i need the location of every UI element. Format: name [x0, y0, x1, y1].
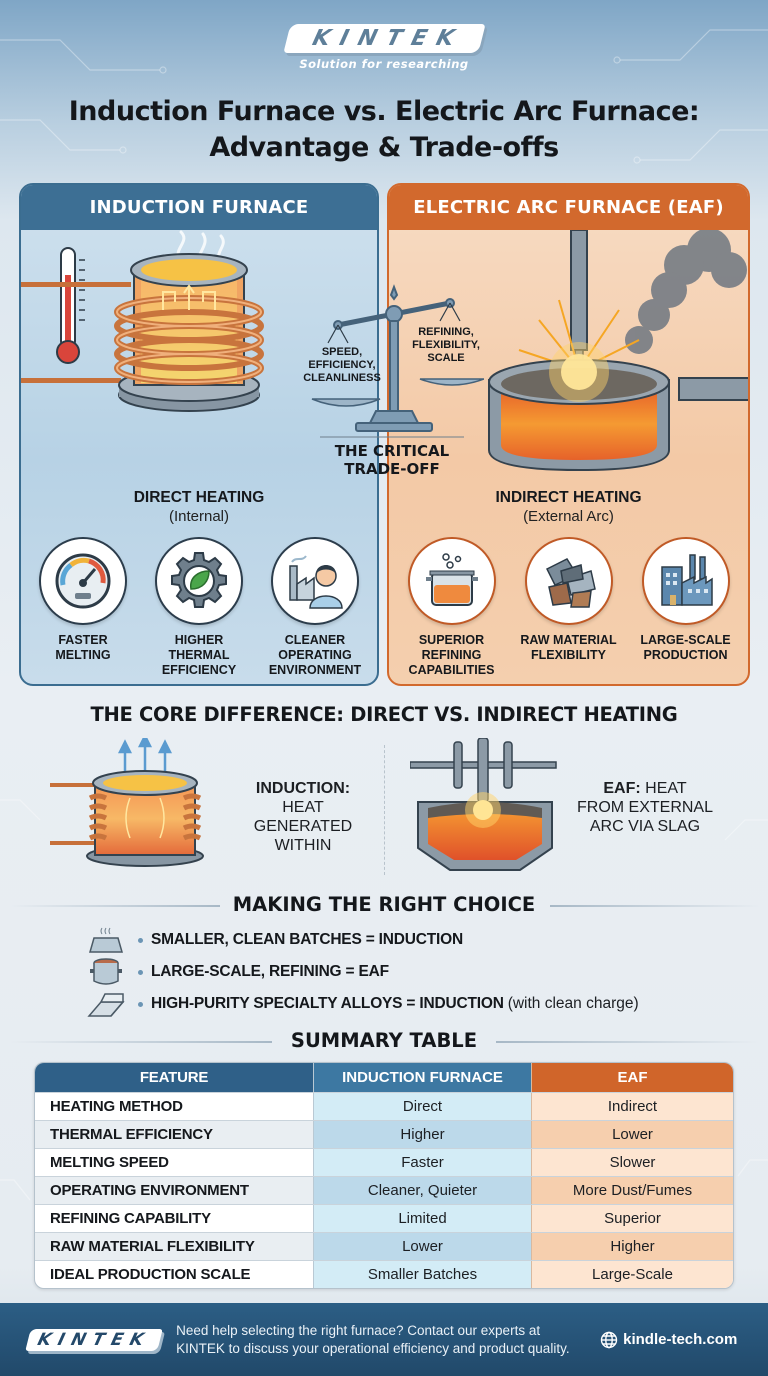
brand-tagline: Solution for researching — [299, 57, 469, 71]
speedometer-icon — [55, 553, 111, 609]
table-row: IDEAL PRODUCTION SCALE Smaller Batches L… — [35, 1260, 733, 1288]
page-title-line-1: Induction Furnace vs. Electric Arc Furna… — [68, 96, 700, 127]
feature-label: HIGHER THERMAL EFFICIENCY — [161, 633, 237, 677]
table-header-row: FEATURE INDUCTION FURNACE EAF — [35, 1063, 733, 1092]
table-row: THERMAL EFFICIENCY Higher Lower — [35, 1120, 733, 1148]
crucible-pot-icon — [90, 958, 122, 985]
tradeoff-left-label: SPEED, EFFICIENCY, CLEANLINESS — [303, 346, 381, 384]
induction-features: FASTER MELTING HIGHER THERMAL EFFICIENCY — [21, 537, 377, 678]
column-header-induction: INDUCTION FURNACE — [313, 1063, 531, 1092]
right-choice-list: SMALLER, CLEAN BATCHES = INDUCTION LARGE… — [86, 924, 639, 1020]
eaf-illustration — [488, 230, 748, 472]
feature-label: LARGE-SCALE PRODUCTION — [640, 633, 731, 662]
right-choice-title: MAKING THE RIGHT CHOICE — [232, 893, 536, 916]
page-title-line-2: Advantage & Trade-offs — [209, 132, 559, 163]
choice-item: HIGH-PURITY SPECIALTY ALLOYS = INDUCTION… — [86, 988, 639, 1020]
tradeoff-scale: SPEED, EFFICIENCY, CLEANLINESS REFINING,… — [300, 283, 484, 483]
tradeoff-right-label: REFINING, FLEXIBILITY, SCALE — [412, 326, 480, 364]
factory-icon — [660, 554, 713, 606]
induction-heating-subtitle: (Internal) — [168, 508, 230, 525]
eaf-heating-title: INDIRECT HEATING — [495, 489, 642, 506]
choice-item: LARGE-SCALE, REFINING = EAF — [86, 956, 639, 988]
balance-scale-icon — [311, 284, 484, 438]
eaf-features: SUPERIOR REFINING CAPABILITIES RA — [389, 537, 748, 678]
globe-icon — [600, 1331, 618, 1348]
small-batch-tray-icon — [89, 927, 123, 953]
footer-contact-text: Need help selecting the right furnace? C… — [176, 1322, 570, 1356]
footer-kintek-logo: KINTEK — [25, 1328, 163, 1351]
induction-heating-title: DIRECT HEATING — [133, 489, 265, 506]
induction-panel-header: INDUCTION FURNACE — [21, 185, 377, 230]
column-header-eaf: EAF — [531, 1063, 733, 1092]
induction-coil-diagram — [50, 738, 204, 867]
bullet — [138, 969, 143, 975]
induction-furnace-illustration — [21, 230, 264, 412]
feature-label: SUPERIOR REFINING CAPABILITIES — [408, 633, 495, 677]
page-title: Induction Furnace vs. Electric Arc Furna… — [0, 94, 768, 166]
bullet — [138, 937, 143, 943]
summary-title-line-right — [496, 1041, 758, 1043]
table-row: HEATING METHOD Direct Indirect — [35, 1092, 733, 1120]
scrap-metal-icon — [545, 558, 596, 608]
table-row: OPERATING ENVIRONMENT Cleaner, Quieter M… — [35, 1176, 733, 1204]
feature-superior-refining: SUPERIOR REFINING CAPABILITIES — [393, 537, 510, 678]
table-row: REFINING CAPABILITY Limited Superior — [35, 1204, 733, 1232]
induction-core-text: INDUCTION: HEAT GENERATED WITHIN — [253, 780, 353, 854]
footer: KINTEK Need help selecting the right fur… — [0, 1303, 768, 1376]
summary-table: FEATURE INDUCTION FURNACE EAF HEATING ME… — [34, 1062, 734, 1289]
eaf-panel: ELECTRIC ARC FURNACE (EAF) INDIRECT HEAT… — [387, 183, 750, 686]
bullet — [138, 1001, 143, 1007]
metal-ingot-icon — [87, 993, 125, 1017]
summary-title-line-left — [10, 1041, 272, 1043]
choice-title-line-left — [10, 905, 220, 907]
tradeoff-title: THE CRITICAL TRADE-OFF — [334, 442, 450, 478]
feature-label: CLEANER OPERATING ENVIRONMENT — [268, 633, 362, 677]
table-row: RAW MATERIAL FLEXIBILITY Lower Higher — [35, 1232, 733, 1260]
eaf-core-text: EAF: HEAT FROM EXTERNAL ARC VIA SLAG — [576, 780, 713, 835]
feature-label: FASTER MELTING — [55, 633, 111, 662]
feature-label: RAW MATERIAL FLEXIBILITY — [520, 633, 617, 662]
core-divider — [384, 745, 385, 875]
feature-raw-material-flexibility: RAW MATERIAL FLEXIBILITY — [510, 537, 627, 678]
feature-faster-melting: FASTER MELTING — [25, 537, 141, 678]
kintek-logo: KINTEK — [283, 24, 485, 53]
summary-table-title: SUMMARY TABLE — [290, 1029, 478, 1052]
eaf-diagram — [410, 738, 557, 871]
eaf-panel-header: ELECTRIC ARC FURNACE (EAF) — [389, 185, 748, 230]
refining-pot-icon — [425, 553, 478, 606]
table-row: MELTING SPEED Faster Slower — [35, 1148, 733, 1176]
thermometer-icon — [56, 247, 85, 364]
column-header-feature: FEATURE — [35, 1063, 313, 1092]
feature-thermal-efficiency: HIGHER THERMAL EFFICIENCY — [141, 537, 257, 678]
website-link[interactable]: kindle-tech.com — [600, 1331, 737, 1349]
brand-header: KINTEK Solution for researching — [0, 24, 768, 71]
choice-title-line-right — [550, 905, 760, 907]
eaf-heating-subtitle: (External Arc) — [523, 508, 614, 525]
choice-item: SMALLER, CLEAN BATCHES = INDUCTION — [86, 924, 639, 956]
feature-large-scale-production: LARGE-SCALE PRODUCTION — [627, 537, 744, 678]
clean-factory-worker-icon — [289, 555, 343, 609]
feature-clean-environment: CLEANER OPERATING ENVIRONMENT — [257, 537, 373, 678]
gear-leaf-icon — [171, 552, 227, 608]
induction-furnace-panel: INDUCTION FURNACE — [19, 183, 379, 686]
core-difference-title: THE CORE DIFFERENCE: DIRECT VS. INDIRECT… — [90, 703, 678, 726]
